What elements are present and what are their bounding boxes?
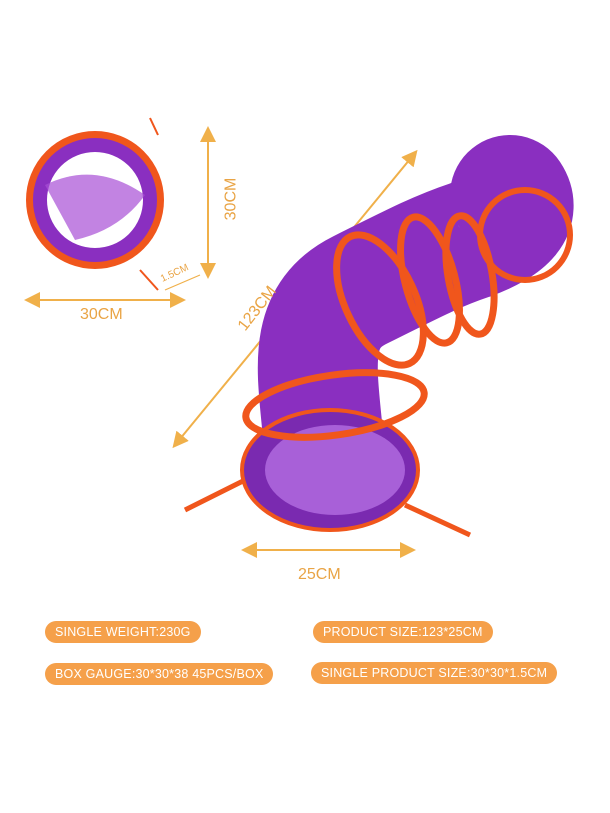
ring-height-label: 30CM <box>222 177 240 221</box>
box-gauge-badge: BOX GAUGE:30*30*38 45PCS/BOX <box>45 663 274 685</box>
tunnel-diameter-label: 25CM <box>298 566 341 583</box>
single-product-size-badge: SINGLE PRODUCT SIZE:30*30*1.5CM <box>311 662 558 684</box>
ring-width-label: 30CM <box>80 306 123 323</box>
single-weight-badge: SINGLE WEIGHT:230G <box>45 621 201 643</box>
product-size-badge: PRODUCT SIZE:123*25CM <box>313 621 493 643</box>
folded-tunnel-image <box>26 117 164 291</box>
tunnel-image <box>183 135 574 538</box>
